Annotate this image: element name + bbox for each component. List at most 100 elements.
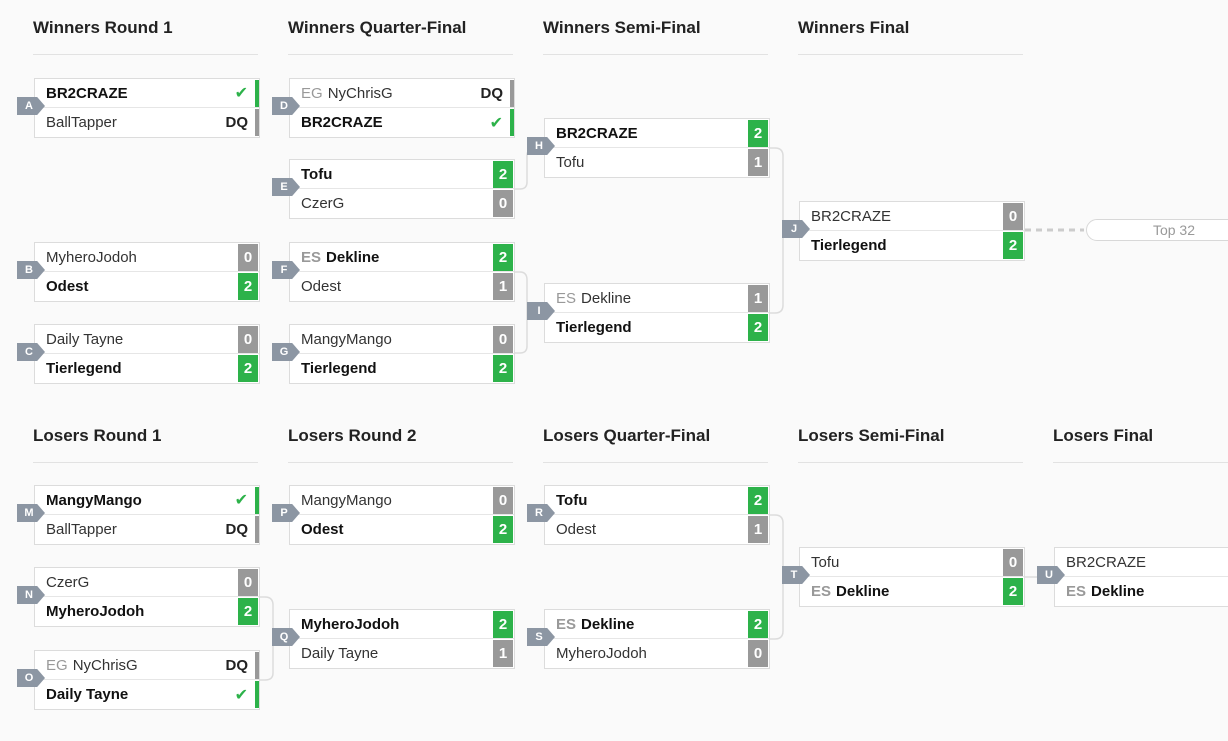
participant-row[interactable]: BR2CRAZE✔ (290, 108, 514, 137)
score-badge: 2 (238, 273, 258, 300)
participant-name: MangyMango (290, 331, 493, 348)
check-icon: ✔ (235, 486, 259, 514)
participant-row[interactable]: BR2CRAZE ✔ (35, 79, 259, 108)
check-icon: ✔ (235, 79, 259, 107)
participant-row[interactable]: Odest 2 (35, 272, 259, 301)
score-badge: 1 (748, 284, 768, 312)
player-name: BR2CRAZE (556, 124, 638, 142)
participant-row[interactable]: MangyMango✔ (35, 486, 259, 515)
player-name: Tierlegend (556, 319, 632, 336)
player-name: MyheroJodoh (46, 248, 137, 266)
player-name: MyheroJodoh (46, 603, 145, 620)
participant-row[interactable]: Daily Tayne✔ (35, 680, 259, 709)
score-badge: 0 (238, 325, 258, 353)
score-badge: 0 (493, 190, 513, 217)
player-name: MangyMango (301, 491, 392, 509)
participant-name: BR2CRAZE (800, 208, 1003, 225)
participant-name: MyheroJodoh (35, 249, 238, 266)
match-label: D (272, 97, 300, 115)
player-name: BR2CRAZE (46, 84, 128, 102)
participant-name: Daily Tayne (290, 645, 493, 662)
participant-name: BR2CRAZE (35, 85, 235, 102)
score-badge: 0 (238, 243, 258, 271)
header-winners-semi-final: Winners Semi-Final (543, 18, 768, 55)
player-name: BR2CRAZE (811, 207, 892, 225)
participant-name: Tofu (800, 554, 1003, 571)
participant-row[interactable]: MyheroJodoh 0 (35, 243, 259, 272)
participant-name: Tierlegend (35, 360, 238, 377)
player-name: Odest (301, 278, 342, 295)
participant-name: BR2CRAZE (290, 114, 490, 131)
top-32-pill[interactable]: Top 32 (1086, 219, 1228, 241)
participant-row[interactable]: BR2CRAZE (1055, 548, 1228, 577)
score-badge: 2 (1003, 232, 1023, 259)
player-name: Odest (46, 278, 89, 295)
score-badge: 2 (493, 243, 513, 271)
player-name: BR2CRAZE (301, 114, 383, 131)
player-name: Daily Tayne (46, 686, 129, 703)
dq-badge: DQ (226, 109, 259, 136)
score-badge: 1 (748, 149, 768, 176)
score-badge: 0 (748, 640, 768, 667)
player-name: BR2CRAZE (1066, 553, 1147, 571)
team-prefix: ES (301, 248, 322, 266)
